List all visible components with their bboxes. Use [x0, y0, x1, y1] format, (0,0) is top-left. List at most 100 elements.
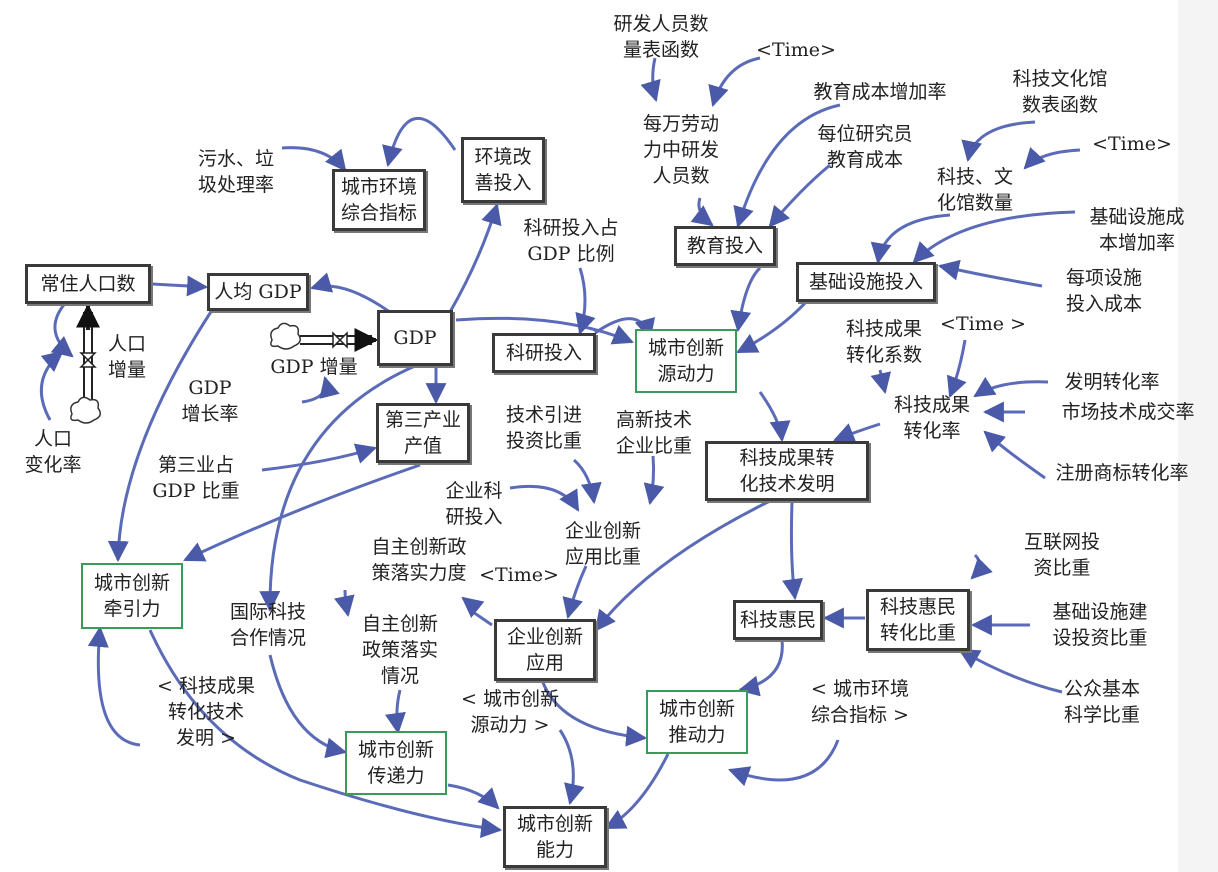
box-huanjing-gaishan: 环境改 善投入 — [461, 137, 545, 203]
link-arrow-38 — [461, 596, 493, 627]
link-arrow-18 — [1023, 147, 1081, 170]
link-arrow-56 — [39, 350, 64, 421]
link-arrow-54 — [447, 783, 500, 810]
label-wenhuaguan-shuliang: 科技、文 化馆数量 — [936, 166, 1014, 214]
link-arrow-48 — [728, 739, 840, 787]
label-jishu-yinjin: 技术引进 投资比重 — [505, 404, 583, 452]
label-time-4: <Time> — [479, 564, 559, 586]
label-meixiang-sheshi: 每项设施 投入成本 — [1065, 267, 1143, 315]
right-page-edge — [1178, 0, 1218, 872]
link-arrow-8 — [455, 316, 634, 345]
label-time-2: <Time> — [1092, 133, 1172, 155]
population-source-cloud-icon — [70, 396, 101, 424]
label-qiye-keyan: 企业科 研投入 — [445, 480, 503, 528]
link-arrow-13 — [690, 197, 714, 227]
label-gongzhong-kexue: 公众基本 科学比重 — [1063, 678, 1141, 726]
label-ref-yuan-dongli: < 城市创新 源动力 > — [461, 688, 559, 736]
label-jichu-chengben-zengjia: 基础设施成 本增加率 — [1089, 206, 1185, 254]
link-arrow-16 — [730, 266, 762, 333]
label-yanfa-biaohanshu: 研发人员数 量表函数 — [613, 13, 709, 61]
link-arrow-9 — [575, 267, 596, 336]
link-arrow-1 — [281, 146, 347, 172]
label-zhuanhua-xishu: 科技成果 转化系数 — [845, 318, 923, 366]
label-gdp-zengliang: GDP 增量 — [270, 356, 358, 378]
link-arrow-2 — [382, 117, 457, 168]
link-arrow-50 — [268, 654, 348, 759]
link-arrow-46 — [540, 679, 648, 747]
link-arrow-12 — [708, 56, 761, 108]
link-arrow-3 — [448, 202, 502, 313]
link-arrow-43 — [970, 553, 993, 580]
box-renjun-gdp: 人均 GDP — [207, 273, 309, 311]
label-wenhuaguan-biaohanshu: 科技文化馆 数表函数 — [1012, 68, 1108, 116]
link-arrow-20 — [912, 210, 1076, 264]
link-arrow-15 — [768, 163, 831, 228]
link-arrow-41 — [594, 498, 773, 632]
link-arrow-11 — [640, 57, 661, 103]
box-qianyin-li: 城市创新 牵引力 — [81, 563, 183, 629]
box-jiaoyu-touru: 教育投入 — [674, 226, 776, 266]
link-arrow-29 — [758, 391, 791, 443]
label-hulianwang: 互联网投 资比重 — [1023, 531, 1101, 579]
label-qiye-yingyong-bizhong: 企业创新 应用比重 — [564, 520, 642, 568]
link-arrow-55 — [604, 753, 670, 830]
label-renkou-zengliang: 人口 增量 — [107, 333, 147, 381]
label-jichu-jianshe-bizhong: 基础设施建 设投资比重 — [1052, 601, 1148, 649]
gdp-valve-icon — [332, 331, 348, 349]
stock-changzhu-renkou: 常住人口数 — [25, 264, 151, 304]
link-arrow-52 — [87, 625, 141, 747]
link-arrow-14 — [733, 103, 841, 229]
label-meiwei-yanjiuyuan: 每位研究员 教育成本 — [817, 123, 913, 171]
label-keyan-zhanbi: 科研投入占 GDP 比例 — [523, 217, 619, 265]
label-zizhu-luoshi-lidu: 自主创新政 策落实力度 — [371, 536, 467, 584]
label-guoji-hezuo: 国际科技 合作情况 — [229, 601, 307, 649]
label-ref-chengguo: < 科技成果 转化技术 发明 > — [157, 675, 255, 749]
link-arrow-53 — [148, 629, 503, 839]
link-arrow-51 — [558, 729, 585, 806]
label-ref-huanjing: < 城市环境 综合指标 > — [811, 678, 909, 726]
link-arrow-39 — [333, 589, 355, 618]
link-arrow-24 — [946, 339, 967, 398]
box-tui-dongli: 城市创新 推动力 — [646, 690, 748, 754]
box-chengshi-chuangxin-nengli: 城市创新 能力 — [503, 806, 607, 868]
box-disan-chanye: 第三产业 产值 — [376, 403, 470, 463]
link-arrow-7 — [259, 364, 416, 613]
box-qiye-chuangxin-yingyong: 企业创新 应用 — [494, 619, 596, 681]
label-time-1: <Time> — [756, 39, 836, 61]
label-keji-chengguo-zhuanhualv: 科技成果 转化率 — [893, 394, 971, 442]
link-arrow-21 — [937, 259, 1043, 288]
label-wushui: 污水、垃 圾处理率 — [197, 148, 275, 196]
box-chuandi-li: 城市创新 传递力 — [345, 731, 447, 795]
box-jichu-sheshi-touru: 基础设施投入 — [796, 262, 936, 302]
population-valve-icon — [79, 352, 97, 368]
label-time-3: <Time > — [940, 313, 1026, 335]
box-keyan-touru: 科研投入 — [492, 333, 596, 373]
label-disan-zhanbi: 第三业占 GDP 比重 — [152, 454, 240, 502]
link-arrow-27 — [983, 430, 1046, 480]
link-arrow-5 — [151, 275, 209, 297]
label-meiwan-laodongli: 每万劳动 力中研发 人员数 — [642, 113, 720, 187]
link-arrow-57 — [50, 298, 74, 358]
link-arrow-37 — [562, 565, 588, 620]
link-arrow-47 — [737, 639, 784, 697]
box-keji-huimin: 科技惠民 — [733, 600, 823, 640]
label-faming-zhuanhualv: 发明转化率 — [1064, 371, 1160, 393]
box-chengshi-huanjing: 城市环境 综合指标 — [332, 169, 426, 231]
link-arrow-45 — [958, 648, 1063, 694]
label-renkou-bianhualv: 人口 变化率 — [24, 428, 82, 476]
label-zhuce-shangbiao: 注册商标转化率 — [1055, 462, 1189, 484]
link-arrow-25 — [973, 376, 1049, 398]
link-arrow-17 — [961, 120, 1036, 163]
link-arrow-22 — [736, 300, 808, 354]
box-keji-huimin-bizhong: 科技惠民 转化比重 — [866, 589, 970, 651]
link-arrow-31 — [301, 375, 340, 404]
link-arrow-35 — [643, 455, 665, 506]
link-arrow-40 — [782, 501, 803, 601]
link-arrow-6 — [107, 303, 218, 563]
link-arrow-32 — [261, 443, 378, 472]
label-shichang-chengjiaolv: 市场技术成交率 — [1061, 401, 1195, 423]
link-arrow-49 — [385, 689, 406, 735]
link-arrow-19 — [870, 213, 951, 265]
gdp-source-cloud-icon — [270, 322, 301, 350]
